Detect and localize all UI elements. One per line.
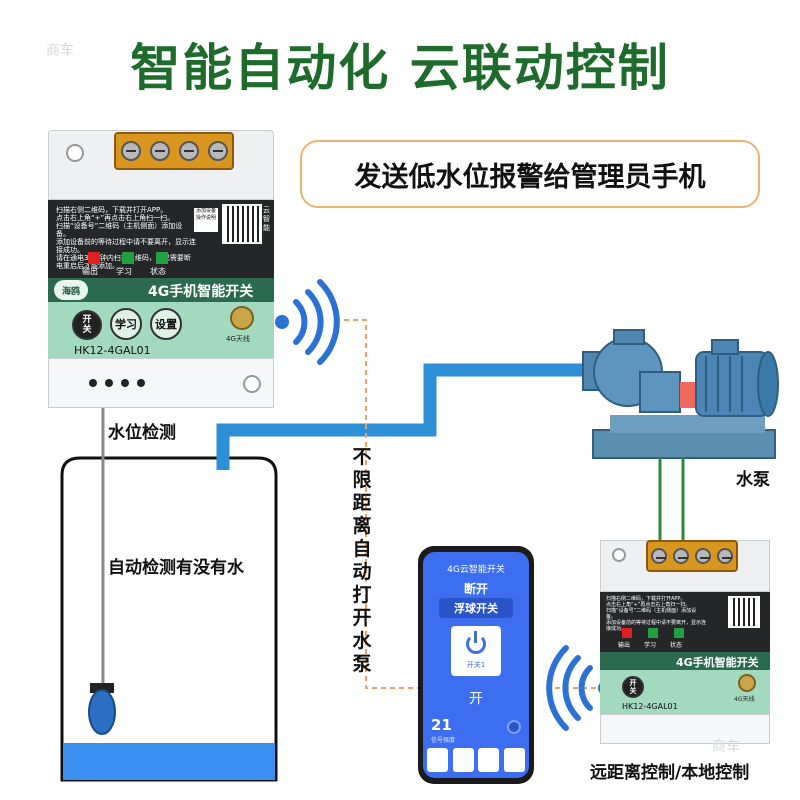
qr-code-2 <box>728 596 760 628</box>
phone-screen: 4G云智能开关 断开 浮球开关 开关1 开 21 信号强度 <box>423 552 529 778</box>
antenna-connector-2-icon <box>738 674 756 692</box>
tab-timer-icon[interactable] <box>452 748 474 772</box>
device2-instructions: 扫描右侧二维码，下载并打开APP。 点击右上角“+”再点击右上角扫一扫。 扫描“… <box>606 596 707 632</box>
device-bottom-shell <box>48 358 274 408</box>
callout-alarm: 发送低水位报警给管理员手机 <box>300 140 760 208</box>
headline: 智能自动化 云联动控制 <box>130 39 670 97</box>
led-status-2 <box>674 628 684 638</box>
float-cap <box>90 683 114 693</box>
tab-scene-icon[interactable] <box>478 748 500 772</box>
device-control-panel: 海鸥 4G手机智能开关 开关 学习 设置 4G天线 HK12-4GAL01 <box>48 278 274 358</box>
device2-model-title: 4G手机智能开关 <box>676 656 759 669</box>
label-remote-local-control: 远距离控制/本地控制 <box>590 763 750 783</box>
power-button[interactable]: 开关 <box>72 310 102 340</box>
bottom-tabbar <box>427 748 525 772</box>
antenna-connector-icon <box>230 306 254 330</box>
tab-settings-icon[interactable] <box>503 748 525 772</box>
temperature-value: 21 <box>431 716 452 734</box>
signal-label: 信号强度 <box>431 737 456 744</box>
learn-button[interactable]: 学习 <box>110 308 142 340</box>
terminal-block <box>114 132 234 170</box>
device2-control-panel: 4G手机智能开关 开关 4G天线 HK12-4GAL01 <box>600 652 770 714</box>
tank-water <box>63 743 275 780</box>
qr-code <box>222 204 262 244</box>
app-title: 4G云智能开关 <box>447 565 505 575</box>
status-off-text: 断开 <box>463 582 488 596</box>
indicator-label-output: 输出 <box>82 267 98 276</box>
cloud-label: 云智能 <box>263 206 270 232</box>
brand-logo: 海鸥 <box>54 280 88 300</box>
indicator2-learn: 学习 <box>644 642 657 649</box>
float-switch-label: 浮球开关 <box>439 598 513 618</box>
antenna-label-2: 4G天线 <box>734 696 755 703</box>
tab-home-icon[interactable] <box>427 748 448 772</box>
watermark-bottom: 商车 <box>712 739 740 755</box>
antenna-label: 4G天线 <box>226 335 250 343</box>
indicator-label-learn: 学习 <box>116 267 132 276</box>
switch-tile[interactable]: 开关1 <box>451 626 501 676</box>
mount-hole <box>66 144 84 162</box>
power-button-2[interactable]: 开关 <box>622 676 644 698</box>
device2-front-panel: 扫描右侧二维码，下载并打开APP。 点击右上角“+”再点击右上角扫一扫。 扫描“… <box>600 592 770 652</box>
smart-switch-device-remote: 扫描右侧二维码，下载并打开APP。 点击右上角“+”再点击右上角扫一扫。 扫描“… <box>600 540 770 750</box>
led-learn <box>122 252 134 264</box>
device-model-title: 4G手机智能开关 <box>148 284 254 300</box>
water-pump <box>582 329 779 459</box>
settings-button[interactable]: 设置 <box>150 308 182 340</box>
label-unlimited-distance: 不限距离自动打开水泵 <box>352 446 372 675</box>
signal-line-device <box>335 319 418 689</box>
label-pump: 水泵 <box>736 470 770 490</box>
indicator2-status: 状态 <box>670 642 683 649</box>
qr-hint: 添加设备操作说明 <box>194 208 218 232</box>
led-output-2 <box>622 628 632 638</box>
mount-hole-bottom <box>243 375 261 393</box>
wifi-waves-icon <box>275 279 340 365</box>
indicator-label-status: 状态 <box>150 267 166 276</box>
device2-bottom-shell <box>600 714 770 744</box>
mount-hole-2 <box>612 548 626 562</box>
label-water-level-detect: 水位检测 <box>108 423 176 443</box>
float-ball <box>88 689 116 735</box>
device2-model-code: HK12-4GAL01 <box>622 702 678 711</box>
smartphone: 4G云智能开关 断开 浮球开关 开关1 开 21 信号强度 <box>418 546 534 784</box>
label-auto-detect: 自动检测有没有水 <box>108 558 244 578</box>
led-output <box>88 252 100 264</box>
led-learn-2 <box>648 628 658 638</box>
terminal-block-2 <box>646 540 738 572</box>
refresh-icon[interactable] <box>507 720 521 734</box>
device-front-panel: 扫描右侧二维码，下载并打开APP。 点击右上角“+”再点击右上角扫一扫。 扫描“… <box>48 200 274 278</box>
indicator2-output: 输出 <box>618 642 631 649</box>
device-model-code: HK12-4GAL01 <box>74 344 151 357</box>
switch-state: 开 <box>469 691 483 707</box>
watermark-top: 商车 <box>46 43 74 59</box>
water-tank <box>60 456 278 782</box>
led-status <box>156 252 168 264</box>
switch-name: 开关1 <box>466 661 486 669</box>
smart-switch-device: 扫描右侧二维码，下载并打开APP。 点击右上角“+”再点击右上角扫一扫。 扫描“… <box>48 130 274 410</box>
water-pipe <box>216 363 585 470</box>
